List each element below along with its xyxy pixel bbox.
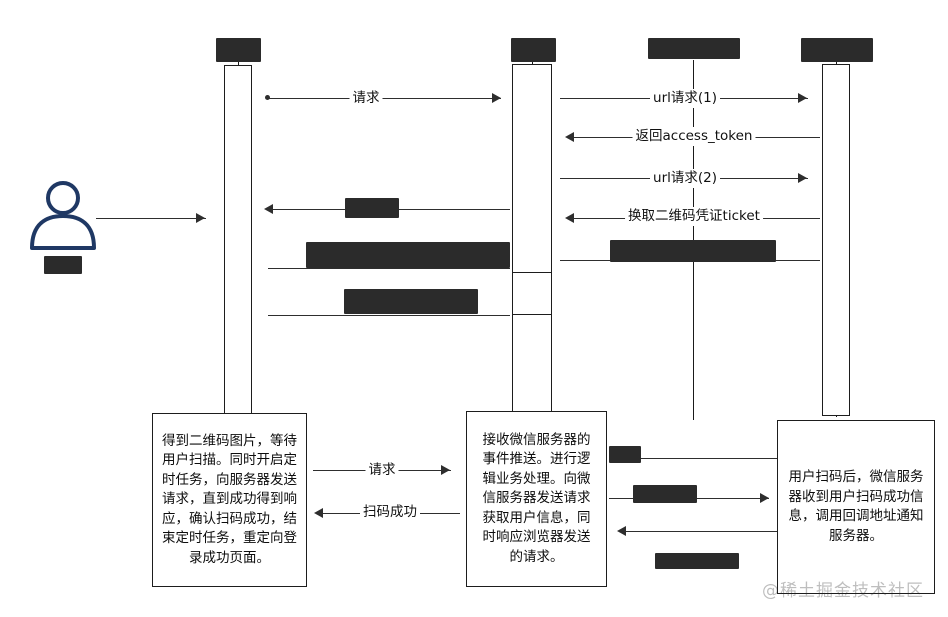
note-server-text: 接收微信服务器的事件推送。进行逻辑业务处理。向微信服务器发送请求获取用户信息，同…: [482, 431, 591, 565]
message-label-m2: url请求(1): [650, 89, 720, 108]
message-arrow-m10: [441, 465, 450, 475]
message-line-m1: [268, 98, 501, 99]
activation-bar-2c: [512, 314, 552, 415]
message-line-m8: [268, 315, 510, 316]
message-arrow-actor: [196, 213, 205, 223]
note-server: 接收微信服务器的事件推送。进行逻辑业务处理。向微信服务器发送请求获取用户信息，同…: [466, 411, 607, 587]
message-label-m5: 换取二维码凭证ticket: [625, 207, 763, 226]
message-arrow-m13: [760, 493, 769, 503]
message-line-actor: [96, 218, 206, 219]
participant-header-1: [216, 38, 261, 62]
message-label-m11: 扫码成功: [360, 503, 420, 522]
message-line-m7: [268, 268, 510, 269]
message-arrow-m4: [798, 173, 807, 183]
watermark: @稀土掘金技术社区: [762, 581, 924, 601]
participant-header-2: [511, 38, 556, 62]
message-label-m6: [345, 198, 399, 218]
message-label-m3: 返回access_token: [632, 127, 756, 146]
message-arrow-m3: [565, 132, 574, 142]
message-arrow-m14: [617, 526, 626, 536]
message-label-m12: [609, 446, 641, 463]
note-browser-text: 得到二维码图片，等待用户扫描。同时开启定时任务，向服务器发送请求，直到成功得到响…: [162, 432, 297, 566]
note-wechat-text: 用户扫码后，微信服务器收到用户扫码成功信息，调用回调地址通知服务器。: [788, 469, 924, 544]
message-label-m4: url请求(2): [650, 169, 720, 188]
activation-bar-4: [822, 64, 850, 416]
participant-header-3: [648, 38, 740, 59]
message-origin-dot-m1: [265, 95, 270, 100]
actor-person-icon: [30, 181, 96, 250]
participant-header-4: [801, 38, 873, 62]
note-wechat: 用户扫码后，微信服务器收到用户扫码成功信息，调用回调地址通知服务器。: [777, 420, 935, 594]
message-label-m9: [610, 240, 776, 262]
message-line-m14: [625, 531, 777, 532]
message-line-m12: [617, 458, 777, 459]
message-arrow-m11: [314, 508, 323, 518]
activation-bar-1: [224, 65, 252, 415]
message-label-m13: [633, 485, 697, 503]
message-arrow-m2: [798, 93, 807, 103]
activation-bar-2b: [512, 272, 552, 316]
message-label-m15: [655, 553, 739, 569]
message-label-m7: [306, 242, 510, 268]
actor-user: [24, 178, 102, 250]
note-browser: 得到二维码图片，等待用户扫描。同时开启定时任务，向服务器发送请求，直到成功得到响…: [152, 413, 307, 587]
message-label-m8: [344, 289, 478, 314]
message-arrow-m1: [492, 93, 501, 103]
message-arrow-m6: [264, 204, 273, 214]
message-label-m1: 请求: [349, 89, 383, 108]
message-arrow-m5: [565, 213, 574, 223]
message-label-m10: 请求: [365, 461, 399, 480]
actor-label: [44, 256, 82, 274]
